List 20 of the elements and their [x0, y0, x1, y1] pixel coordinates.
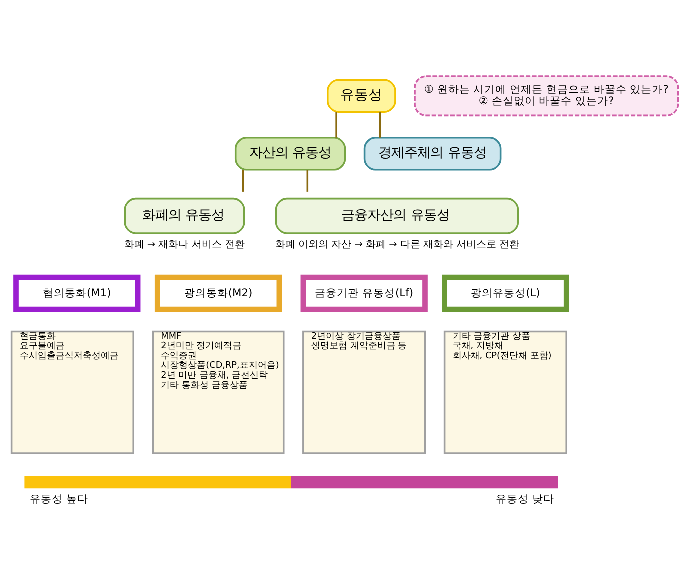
label: 유동성 높다 [30, 492, 88, 506]
node-box: 자산의 유동성 [234, 136, 346, 170]
connector [242, 170, 244, 192]
connector [306, 170, 309, 192]
node-box: MMF 2년미만 정기예적금 수익증권 시장형상품(CD,RP,표지어음) 2년 미만 금융채, 금전신탁 기타 통화성 금융상품 [152, 330, 285, 454]
node-box: 경제주체의 유동성 [364, 136, 502, 170]
node-box: 광의통화(M2) [154, 274, 282, 312]
node-label: 화폐 → 재화나 서비스 전환 [124, 239, 245, 250]
node-box: 광의유동성(L) [442, 274, 570, 312]
node-box: 협의통화(M1) [14, 274, 141, 312]
connector [379, 112, 381, 138]
node-box: 금융기관 유동성(Lf) [300, 274, 428, 312]
label: 유동성 낮다 [496, 492, 554, 506]
node-box: 2년이상 장기금융상품 생명보험 계약준비금 등 [302, 330, 426, 454]
node-label: 화폐 이외의 자산 → 화폐 → 다른 재화와 서비스로 전환 [275, 239, 520, 250]
node-box: 기타 금융기관 상품 국채, 지방채 회사채, CP(전단채 포함) [444, 330, 568, 454]
node-box: ① 원하는 시기에 언제든 현금으로 바꿀수 있는가? ② 손실없이 바꿀수 있는가? [414, 75, 680, 116]
node-box: 현금통화 요구불예금 수시입출금식저축성예금 [10, 330, 134, 454]
node-box: 유동성 [327, 78, 396, 112]
connector [336, 112, 338, 138]
